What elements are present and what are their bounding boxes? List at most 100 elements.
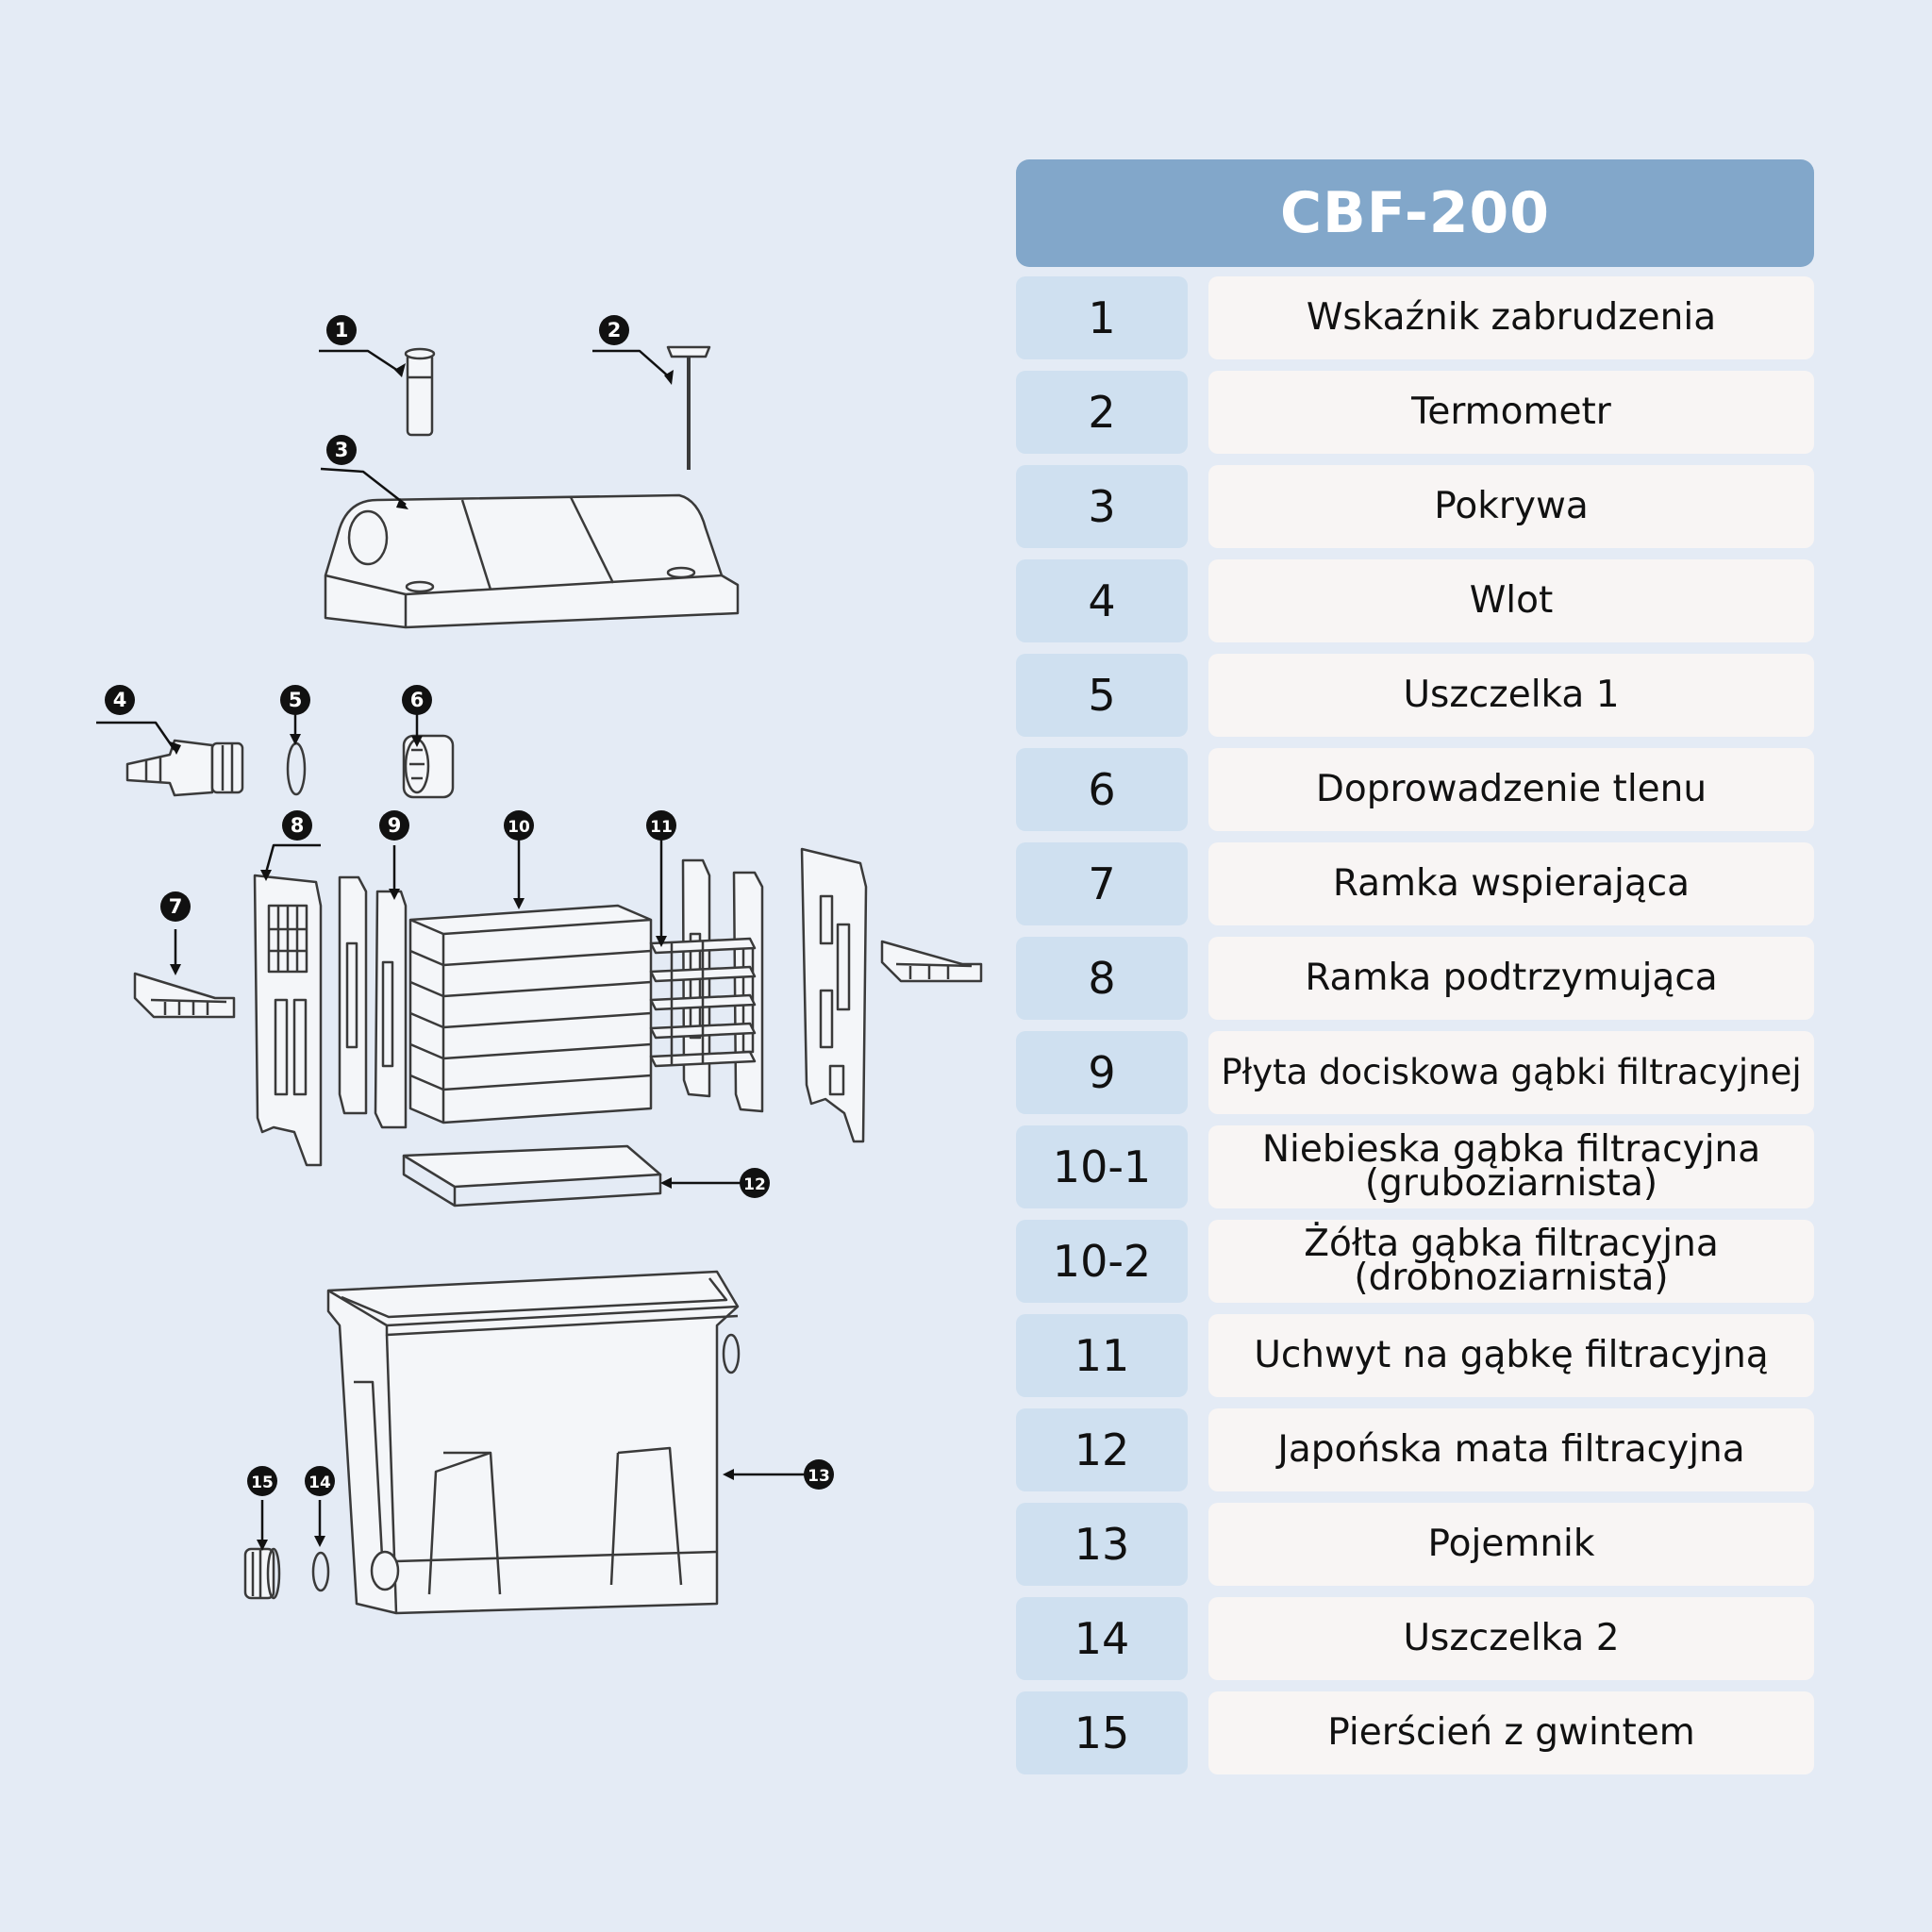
callout-label-13: 13: [808, 1467, 830, 1486]
part-number: 7: [1016, 842, 1188, 925]
callout-label-4: 4: [113, 689, 127, 711]
part-number: 15: [1016, 1691, 1188, 1774]
part-number: 13: [1016, 1503, 1188, 1586]
part-name: Pokrywa: [1208, 465, 1814, 548]
part-thermometer: [666, 345, 711, 470]
callout-marker-14: [305, 1466, 335, 1496]
part-name: Niebieska gąbka filtracyjna (gruboziarni…: [1208, 1125, 1814, 1208]
callout-label-14: 14: [308, 1474, 331, 1492]
part-number: 6: [1016, 748, 1188, 831]
part-gasket-2: [311, 1551, 330, 1592]
part-name: Pierścień z gwintem: [1208, 1691, 1814, 1774]
part-number: 9: [1016, 1031, 1188, 1114]
part-name: Wlot: [1208, 559, 1814, 642]
callout-label-8: 8: [291, 814, 305, 837]
part-number: 12: [1016, 1408, 1188, 1491]
part-pressure-plate-a: [338, 875, 368, 1115]
callout-marker-2: [599, 315, 629, 345]
callout-marker-5: [280, 685, 310, 715]
part-number: 10-1: [1016, 1125, 1188, 1208]
part-number: 4: [1016, 559, 1188, 642]
part-name: Żółta gąbka filtracyjna (drobnoziarnista…: [1208, 1220, 1814, 1303]
part-number: 11: [1016, 1314, 1188, 1397]
callout-label-1: 1: [335, 319, 349, 341]
part-filter-sponges: [408, 904, 653, 1124]
callout-label-7: 7: [169, 895, 183, 918]
callout-marker-15: [247, 1466, 277, 1496]
callout-marker-9: [379, 810, 409, 841]
callout-marker-10: [504, 810, 534, 841]
part-name: Ramka podtrzymująca: [1208, 937, 1814, 1020]
part-number: 1: [1016, 276, 1188, 359]
callout-marker-4: [105, 685, 135, 715]
part-air-supply: [402, 734, 455, 799]
callout-marker-1: [326, 315, 357, 345]
part-dirt-indicator: [404, 347, 436, 437]
callout-marker-3: [326, 435, 357, 465]
callout-label-9: 9: [388, 814, 402, 837]
callout-label-11: 11: [650, 818, 673, 837]
callout-marker-6: [402, 685, 432, 715]
part-pressure-plate-d: [732, 871, 764, 1113]
part-name: Ramka wspierająca: [1208, 842, 1814, 925]
callout-marker-8: [282, 810, 312, 841]
callout-label-10: 10: [508, 818, 530, 837]
callout-label-3: 3: [335, 439, 349, 461]
callout-marker-11: [646, 810, 676, 841]
part-sponge-holder: [649, 937, 757, 1068]
part-name: Uchwyt na gąbkę filtracyjną: [1208, 1314, 1814, 1397]
model-title: CBF-200: [1016, 159, 1814, 267]
part-name: Doprowadzenie tlenu: [1208, 748, 1814, 831]
callout-label-5: 5: [289, 689, 303, 711]
part-number: 3: [1016, 465, 1188, 548]
part-number: 5: [1016, 654, 1188, 737]
part-number: 2: [1016, 371, 1188, 454]
part-name: Wskaźnik zabrudzenia: [1208, 276, 1814, 359]
callout-label-12: 12: [743, 1175, 766, 1194]
callout-label-6: 6: [410, 689, 425, 711]
part-name: Uszczelka 2: [1208, 1597, 1814, 1680]
part-name: Płyta dociskowa gąbki filtracyjnej: [1208, 1031, 1814, 1114]
part-container: [326, 1270, 741, 1615]
part-name: Uszczelka 1: [1208, 654, 1814, 737]
part-support-frame-left: [133, 972, 236, 1019]
part-filter-mat: [402, 1144, 662, 1208]
part-pressure-plate-b: [374, 890, 408, 1129]
part-holding-frame-left: [253, 874, 323, 1167]
part-gasket-1: [286, 741, 307, 796]
arrow-heads: [170, 363, 734, 1551]
part-number: 14: [1016, 1597, 1188, 1680]
part-number: 8: [1016, 937, 1188, 1020]
part-name: Pojemnik: [1208, 1503, 1814, 1586]
leader-lines: [96, 349, 808, 1542]
part-number: 10-2: [1016, 1220, 1188, 1303]
part-lid: [324, 493, 740, 629]
callout-label-2: 2: [608, 319, 622, 341]
part-inlet: [125, 739, 244, 797]
part-holding-frame-right: [800, 847, 868, 1143]
part-name: Japońska mata filtracyjna: [1208, 1408, 1814, 1491]
callout-marker-12: [740, 1168, 770, 1198]
callout-marker-7: [160, 891, 191, 922]
callout-label-15: 15: [251, 1474, 274, 1492]
